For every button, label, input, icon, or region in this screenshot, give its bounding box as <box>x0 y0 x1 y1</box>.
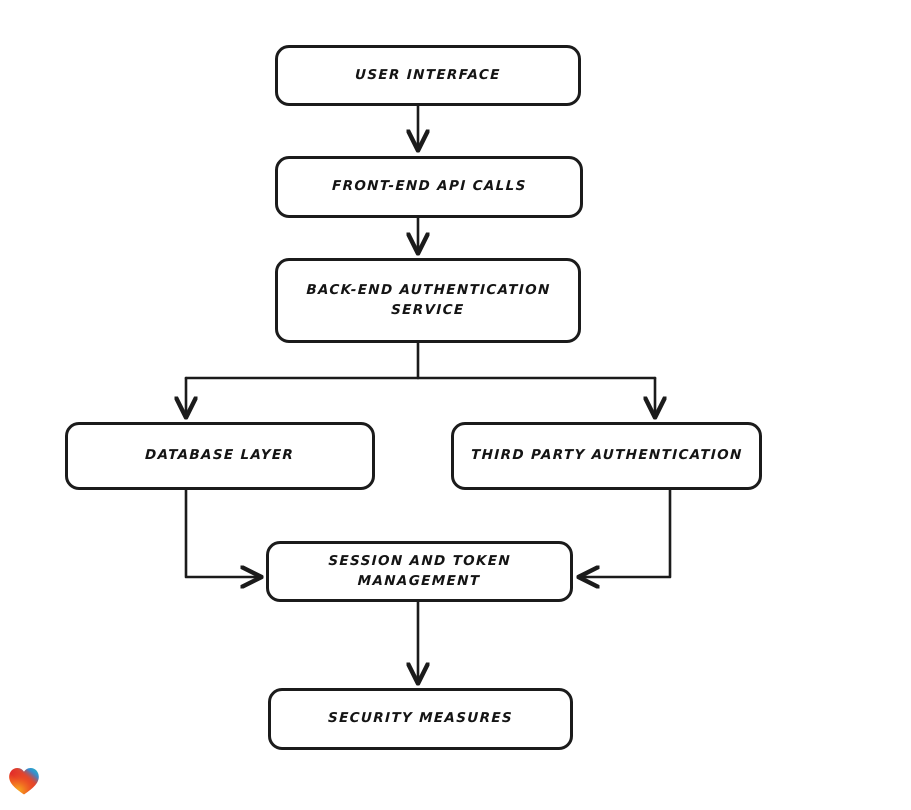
heart-icon <box>9 768 39 795</box>
node-label: Database Layer <box>145 447 295 464</box>
node-front-end-api-calls[interactable]: Front-End API Calls <box>275 156 583 218</box>
node-third-party-auth[interactable]: Third Party Authentication <box>451 422 762 490</box>
node-label: Front-End API Calls <box>331 178 527 195</box>
node-user-interface[interactable]: User Interface <box>275 45 581 106</box>
edge-database-to-session <box>184 488 259 577</box>
node-label: Third Party Authentication <box>470 447 743 464</box>
node-back-end-auth-service[interactable]: Back-End Authentication Service <box>275 258 581 343</box>
node-session-token-mgmt[interactable]: Session and Token Management <box>266 541 573 602</box>
node-label: Security Measures <box>327 710 514 727</box>
edge-thirdparty-to-session <box>581 488 672 577</box>
node-label: Session and Token Management <box>328 552 512 589</box>
node-database-layer[interactable]: Database Layer <box>65 422 375 490</box>
node-security-measures[interactable]: Security Measures <box>268 688 573 750</box>
node-label: User Interface <box>354 66 502 83</box>
node-label: Back-End Authentication Service <box>305 281 551 318</box>
